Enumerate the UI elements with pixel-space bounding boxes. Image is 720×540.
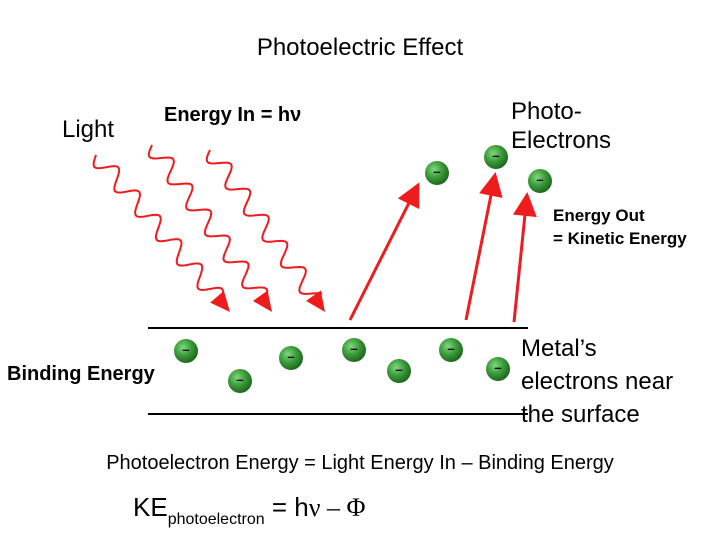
electron-sign: – (350, 341, 357, 356)
emission-arrow-2 (464, 172, 503, 321)
formula-equals-h: = h (264, 492, 309, 522)
light-wave-3 (205, 149, 323, 295)
electron: – (228, 369, 252, 393)
binding-energy-label: Binding Energy (7, 363, 155, 385)
energy-out-label-line2: = Kinetic Energy (553, 229, 687, 248)
electron-sphere (387, 359, 411, 383)
electron: – (279, 346, 303, 370)
electron-sphere (279, 346, 303, 370)
electron-sphere (425, 161, 449, 185)
electron-sign: – (536, 172, 543, 187)
electron-sign: – (447, 341, 454, 356)
electron-sign: – (492, 148, 499, 163)
photoelectrons-label-line2: Electrons (511, 127, 612, 154)
formula-ke: KE (133, 492, 168, 522)
electron-sphere (484, 145, 508, 169)
electron: – (425, 161, 449, 185)
energy-equation: Photoelectron Energy = Light Energy In –… (106, 452, 614, 474)
electrons: – – – – – – – – – – (174, 145, 552, 393)
electron: – (528, 169, 552, 193)
electron: – (484, 145, 508, 169)
electron-sphere (228, 369, 252, 393)
light-wave-arrowhead-3 (306, 290, 325, 312)
electron-sphere (528, 169, 552, 193)
metal-label-line3: the surface (521, 401, 640, 428)
energy-out-label: Energy Out = Kinetic Energy (553, 204, 718, 250)
light-wave-arrowhead-1 (210, 290, 230, 312)
light-wave-2 (147, 144, 269, 295)
light-rays (92, 144, 325, 312)
formula-minus: – (320, 493, 347, 522)
electron: – (486, 357, 510, 381)
electron: – (439, 338, 463, 362)
electron-sign: – (182, 342, 189, 357)
electron-sign: – (395, 362, 402, 377)
diagram-title: Photoelectric Effect (256, 34, 464, 61)
ke-formula: KEphotoelectron = hν – Φ (133, 492, 366, 529)
electron-sphere (486, 357, 510, 381)
formula-phi: Φ (346, 493, 366, 522)
electron-sphere (174, 339, 198, 363)
metal-label-line1: Metal’s (521, 335, 597, 362)
metal-electrons-label: Metal’s electrons near the surface (521, 332, 716, 431)
metal-label-line2: electrons near (521, 368, 674, 395)
formula-subscript: photoelectron (167, 511, 265, 528)
photoelectrons-label: Photo- Electrons (511, 97, 671, 155)
electron-sphere (342, 338, 366, 362)
electron: – (387, 359, 411, 383)
electron-sign: – (236, 372, 243, 387)
photoelectrons-label-line1: Photo- (511, 98, 582, 125)
electron: – (342, 338, 366, 362)
electron-sphere (439, 338, 463, 362)
formula-nu: ν (308, 493, 321, 522)
electron-sign: – (433, 164, 440, 179)
electron-sign: – (287, 349, 294, 364)
electron: – (174, 339, 198, 363)
light-label: Light (62, 116, 115, 143)
energy-out-label-line1: Energy Out (553, 206, 645, 225)
light-wave-1 (92, 154, 225, 298)
energy-in-label: Energy In = hν (164, 104, 302, 126)
emission-arrow-1 (348, 182, 420, 321)
electron-sign: – (494, 360, 501, 375)
emission-arrow-3 (512, 192, 537, 323)
light-wave-arrowhead-2 (253, 290, 272, 312)
